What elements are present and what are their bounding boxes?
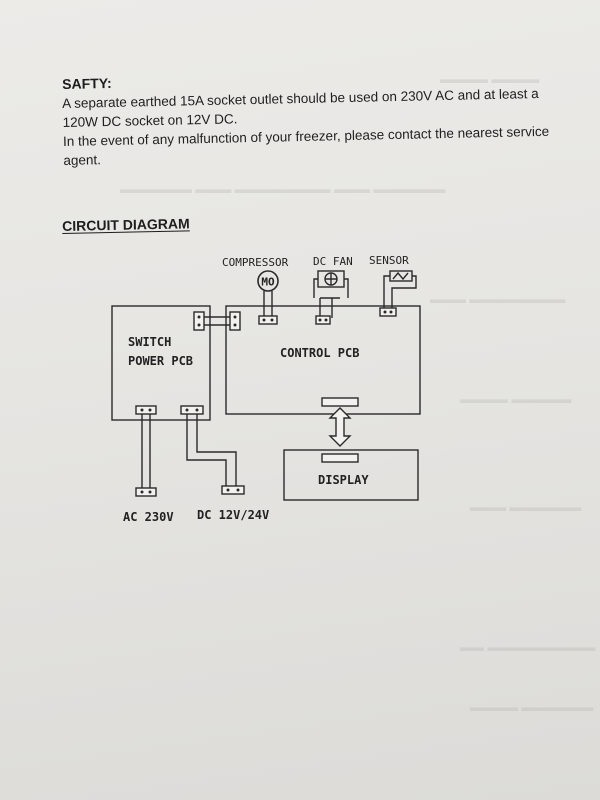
control-pcb-link-connector: [229, 311, 241, 331]
dc-fan-label: DC FAN: [313, 255, 353, 268]
fan-wires: [319, 297, 340, 318]
switch-pcb-label-line2: POWER PCB: [128, 354, 193, 368]
motor-symbol-text: MO: [261, 276, 275, 289]
dc-connector-top: [180, 405, 204, 415]
display-connector: [321, 453, 359, 463]
compressor-wires: [263, 291, 273, 318]
ac-connector-top: [135, 405, 157, 415]
compressor-motor-symbol: MO: [257, 270, 279, 292]
ac-connector-bottom: [135, 487, 157, 497]
dc-connector-bottom: [221, 485, 245, 495]
pcb-link-wires: [204, 316, 230, 326]
dc-wires: [186, 414, 237, 486]
control-display-connector: [321, 397, 359, 407]
display-box: [283, 449, 419, 501]
data-bus-arrow: [328, 407, 352, 447]
sensor-icon: [383, 270, 417, 308]
display-label: DISPLAY: [318, 473, 369, 487]
sensor-connector: [379, 307, 397, 317]
switch-pcb-label-line1: SWITCH: [128, 335, 171, 349]
control-pcb-label: CONTROL PCB: [280, 346, 359, 360]
dc-input-label: DC 12V/24V: [197, 508, 269, 522]
switch-pcb-link-connector: [193, 311, 205, 331]
fan-icon: [313, 270, 349, 298]
compressor-connector: [258, 315, 278, 325]
ac-input-label: AC 230V: [123, 510, 174, 524]
control-pcb-box: [225, 305, 421, 415]
switch-power-pcb-box: [111, 305, 211, 421]
fan-connector: [315, 315, 331, 325]
sensor-label: SENSOR: [369, 254, 409, 267]
compressor-label: COMPRESSOR: [222, 256, 289, 269]
ac-wires: [141, 414, 151, 488]
